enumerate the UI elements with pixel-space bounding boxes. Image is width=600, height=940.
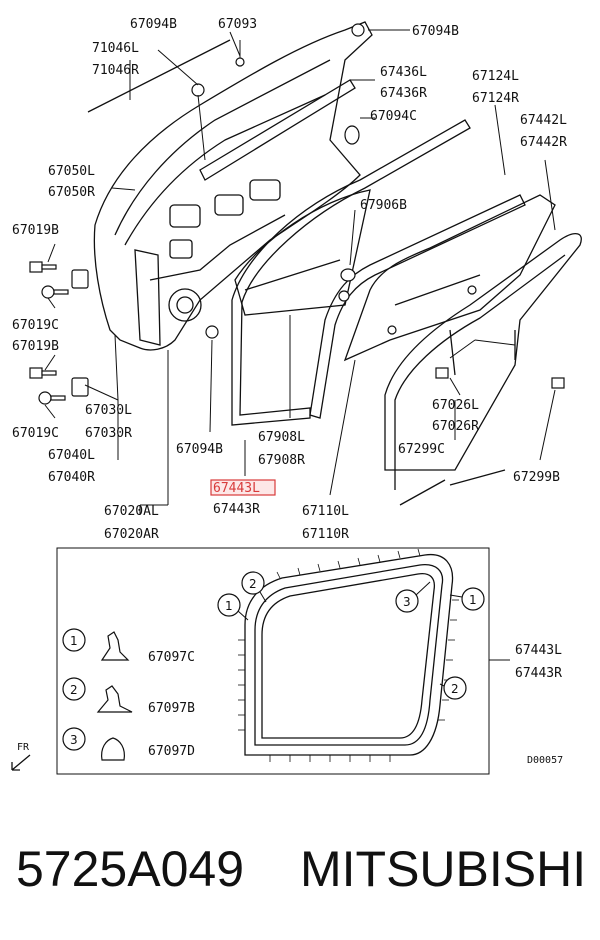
label-67026l: 67026L (432, 398, 479, 413)
label-67110l: 67110L (302, 504, 349, 519)
label-67030l: 67030L (85, 403, 132, 418)
label-67040r: 67040R (48, 470, 95, 485)
label-67050r: 67050R (48, 185, 95, 200)
label-67436l: 67436L (380, 65, 427, 80)
label-67442r: 67442R (520, 135, 567, 150)
label-67020al: 67020AL (104, 504, 159, 519)
label-67110r: 67110R (302, 527, 349, 542)
label-67050l: 67050L (48, 164, 95, 179)
weatherstrip-67442 (384, 233, 582, 471)
label-67299b: 67299B (513, 470, 560, 485)
diagram-code: D00057 (527, 755, 563, 766)
door-panel-drawing (29, 21, 373, 405)
detail-label-67443r: 67443R (515, 666, 562, 681)
detail-inset: 2 1 3 1 2 1 67097C 2 67097B 3 67097D 674… (11, 547, 563, 775)
brand-name: MITSUBISHI (300, 841, 587, 897)
label-67094c: 67094C (370, 109, 417, 124)
label-67019b: 67019B (12, 339, 59, 354)
door-glass-67124 (343, 194, 556, 362)
weatherstrip-67443-main (231, 119, 471, 426)
legend-num-2: 2 (70, 683, 78, 697)
label-67030r: 67030R (85, 426, 132, 441)
part-number: 5725A049 (16, 841, 245, 897)
label-67019b: 67019B (12, 223, 59, 238)
detail-label-67443l: 67443L (515, 643, 562, 658)
label-67443l-highlighted: 67443L (213, 481, 260, 496)
label-71046l: 71046L (92, 41, 139, 56)
front-arrow-icon (11, 754, 31, 771)
legend-part-67097d: 67097D (148, 744, 195, 759)
legend-part-67097b: 67097B (148, 701, 195, 716)
legend-num-1: 1 (70, 634, 78, 648)
glass-run-67110 (309, 194, 526, 419)
label-67124l: 67124L (472, 69, 519, 84)
parts-diagram: 67094B 67093 67094B 71046L 71046R 67436L… (11, 17, 582, 775)
label-67443r: 67443R (213, 502, 260, 517)
label-67019c: 67019C (12, 318, 59, 333)
label-67026r: 67026R (432, 419, 479, 434)
weatherstrip-67908 (234, 189, 371, 316)
label-67908r: 67908R (258, 453, 305, 468)
front-label: FR (17, 742, 30, 753)
label-67019c: 67019C (12, 426, 59, 441)
part-labels: 67094B 67093 67094B 71046L 71046R 67436L… (12, 17, 567, 542)
label-71046r: 71046R (92, 63, 139, 78)
legend-num-3: 3 (70, 733, 78, 747)
label-67906b: 67906B (360, 198, 407, 213)
label-67020ar: 67020AR (104, 527, 159, 542)
label-67094b: 67094B (176, 442, 223, 457)
callout-3: 3 (403, 595, 411, 609)
label-67124r: 67124R (472, 91, 519, 106)
label-67299c: 67299C (398, 442, 445, 457)
label-67908l: 67908L (258, 430, 305, 445)
leader-lines (44, 29, 556, 515)
callout-2: 2 (451, 682, 459, 696)
footer: 5725A049 MITSUBISHI (0, 840, 600, 900)
label-67094b: 67094B (412, 24, 459, 39)
highlight-box (210, 479, 276, 496)
label-67442l: 67442L (520, 113, 567, 128)
label-67094b: 67094B (130, 17, 177, 32)
label-67040l: 67040L (48, 448, 95, 463)
callout-1: 1 (469, 593, 477, 607)
callout-2: 2 (249, 577, 257, 591)
label-67093: 67093 (218, 17, 257, 32)
legend-part-67097c: 67097C (148, 650, 195, 665)
label-67436r: 67436R (380, 86, 427, 101)
callout-1: 1 (225, 599, 233, 613)
